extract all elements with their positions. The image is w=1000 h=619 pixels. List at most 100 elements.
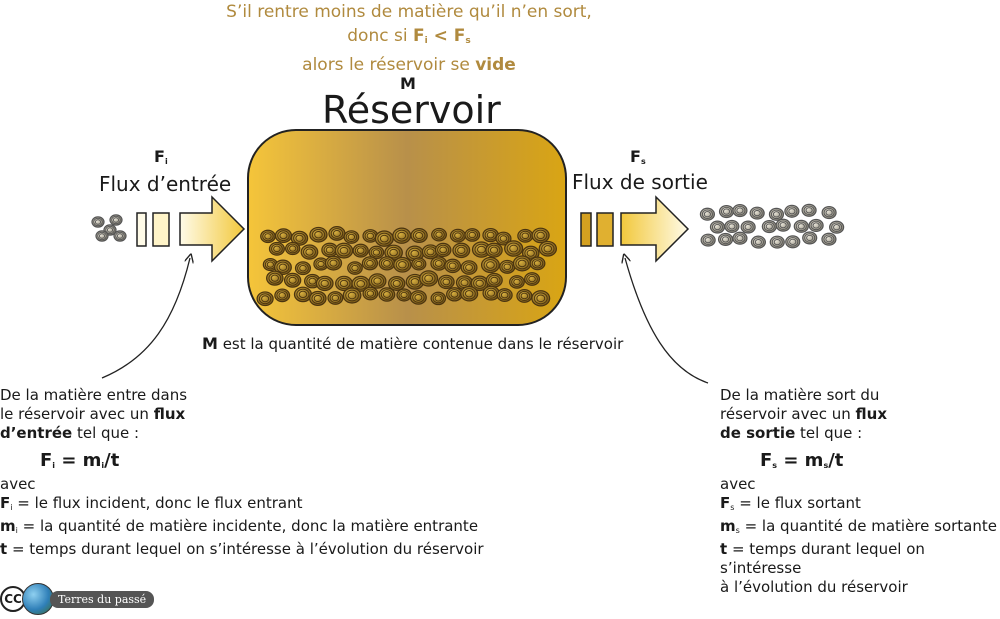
- inflow-pebbles: [92, 215, 126, 241]
- reservoir-pebble: [461, 261, 477, 274]
- outflow-pebble: [700, 208, 714, 220]
- reservoir-pebble: [525, 273, 540, 286]
- reservoir-pebble: [379, 257, 394, 270]
- outflow-pebble: [785, 205, 799, 217]
- reservoir-pebble: [532, 291, 550, 306]
- outflow-pebble: [733, 232, 747, 244]
- reservoir-pebble: [486, 243, 502, 257]
- outflow-avec: avec: [720, 475, 1000, 494]
- reservoir-pebble: [447, 288, 463, 301]
- outflow-pebble: [733, 205, 747, 217]
- inflow-note-line-2: le réservoir avec un flux: [0, 405, 520, 424]
- reservoir-pebble: [375, 231, 393, 246]
- outflow-pebble: [802, 204, 816, 216]
- inflow-pebble: [92, 217, 104, 227]
- reservoir-pebble: [397, 289, 411, 301]
- reservoir-pebble: [344, 231, 359, 243]
- reservoir-pebble: [518, 229, 533, 242]
- outflow-pebble: [720, 206, 734, 218]
- outflow-pebble: [719, 233, 733, 245]
- reservoir-pebble: [431, 257, 447, 270]
- inflow-def-3: t = temps durant lequel on s’intéresse à…: [0, 540, 520, 559]
- reservoir-pebble: [257, 292, 273, 306]
- inflow-avec: avec: [0, 475, 520, 494]
- outflow-pebble: [822, 233, 836, 245]
- reservoir-pebble: [310, 227, 327, 242]
- outflow-pointer: [625, 258, 708, 383]
- license-logo: CC Terres du passé: [0, 583, 154, 615]
- reservoir-pebble: [412, 258, 426, 270]
- reservoir-pebble: [316, 276, 333, 290]
- reservoir-pebble: [530, 257, 545, 270]
- outflow-pebble: [830, 221, 844, 233]
- outflow-formula: Fs = ms/t: [760, 451, 1000, 475]
- outflow-pebble: [725, 220, 739, 232]
- reservoir-pebble: [328, 292, 343, 305]
- reservoir-pebble: [539, 241, 556, 256]
- outflow-pebbles: [700, 204, 843, 248]
- outflow-bar-1: [581, 213, 591, 246]
- reservoir-pebble: [486, 273, 502, 286]
- reservoir-pebble: [432, 228, 447, 240]
- outflow-pebble: [769, 208, 783, 220]
- outflow-note-line-1: De la matière sort du: [720, 386, 1000, 405]
- brand-label: Terres du passé: [50, 591, 154, 608]
- reservoir-pebble: [362, 257, 377, 270]
- outflow-pebble: [751, 236, 765, 248]
- reservoir-pebble: [465, 229, 480, 241]
- reservoir-pebble: [411, 229, 427, 243]
- reservoir-pebble: [343, 288, 361, 303]
- inflow-formula: Fi = mi/t: [40, 451, 520, 475]
- inflow-pebble: [110, 215, 122, 225]
- outflow-pebble: [770, 236, 784, 248]
- reservoir-pebble: [294, 287, 311, 301]
- reservoir-pebble: [532, 228, 549, 242]
- inflow-pointer: [102, 258, 190, 378]
- reservoir-pebble: [379, 288, 395, 301]
- reservoir-pebble: [363, 287, 378, 299]
- outflow-note-line-2: réservoir avec un flux: [720, 405, 1000, 424]
- inflow-bar-1: [137, 213, 146, 246]
- reservoir-pebble: [461, 287, 478, 301]
- reservoir-pebble: [329, 227, 345, 241]
- outflow-def-3-cont: à l’évolution du réservoir: [720, 578, 1000, 597]
- reservoir-pebble: [431, 292, 445, 304]
- inflow-arrow: [180, 197, 244, 261]
- outflow-pebble: [803, 232, 817, 244]
- reservoir-pebble: [439, 275, 455, 288]
- reservoir-pebble: [453, 243, 470, 257]
- outflow-arrow: [621, 197, 688, 261]
- reservoir-pebble: [269, 242, 284, 255]
- inflow-note-line-1: De la matière entre dans: [0, 386, 520, 405]
- outflow-pebble: [710, 221, 724, 233]
- reservoir-pebble: [335, 243, 352, 258]
- outflow-pebble: [822, 207, 836, 219]
- reservoir-pebble: [393, 228, 411, 243]
- outflow-pebble: [776, 219, 790, 231]
- inflow-pebble: [96, 231, 108, 241]
- reservoir-pebble: [285, 273, 301, 287]
- outflow-bar-2: [597, 213, 613, 246]
- reservoir-pebble: [435, 243, 450, 256]
- reservoir-pebble: [348, 262, 363, 274]
- reservoir-pebble: [450, 229, 465, 242]
- outflow-pebble: [750, 207, 764, 219]
- reservoir-pebble: [369, 274, 386, 288]
- outflow-def-2: ms = la quantité de matière sortante: [720, 517, 1000, 540]
- outflow-note: De la matière sort du réservoir avec un …: [720, 386, 1000, 597]
- reservoir-pebble: [296, 262, 311, 275]
- inflow-note-line-3: d’entrée tel que :: [0, 424, 520, 443]
- inflow-pebble: [114, 231, 126, 241]
- inflow-def-1: Fi = le flux incident, donc le flux entr…: [0, 494, 520, 517]
- reservoir-pebble: [301, 245, 318, 259]
- reservoir-pebble: [394, 257, 411, 272]
- reservoir-pebble: [275, 229, 291, 243]
- reservoir-pebble: [261, 230, 275, 242]
- reservoir-pebble: [325, 256, 341, 270]
- outflow-pebble: [762, 221, 776, 233]
- reservoir-caption: M est la quantité de matière contenue da…: [202, 334, 623, 354]
- reservoir-pebble: [275, 289, 290, 302]
- reservoir-pebble: [267, 271, 283, 285]
- outflow-pebble: [809, 220, 823, 232]
- inflow-bar-2: [153, 213, 169, 246]
